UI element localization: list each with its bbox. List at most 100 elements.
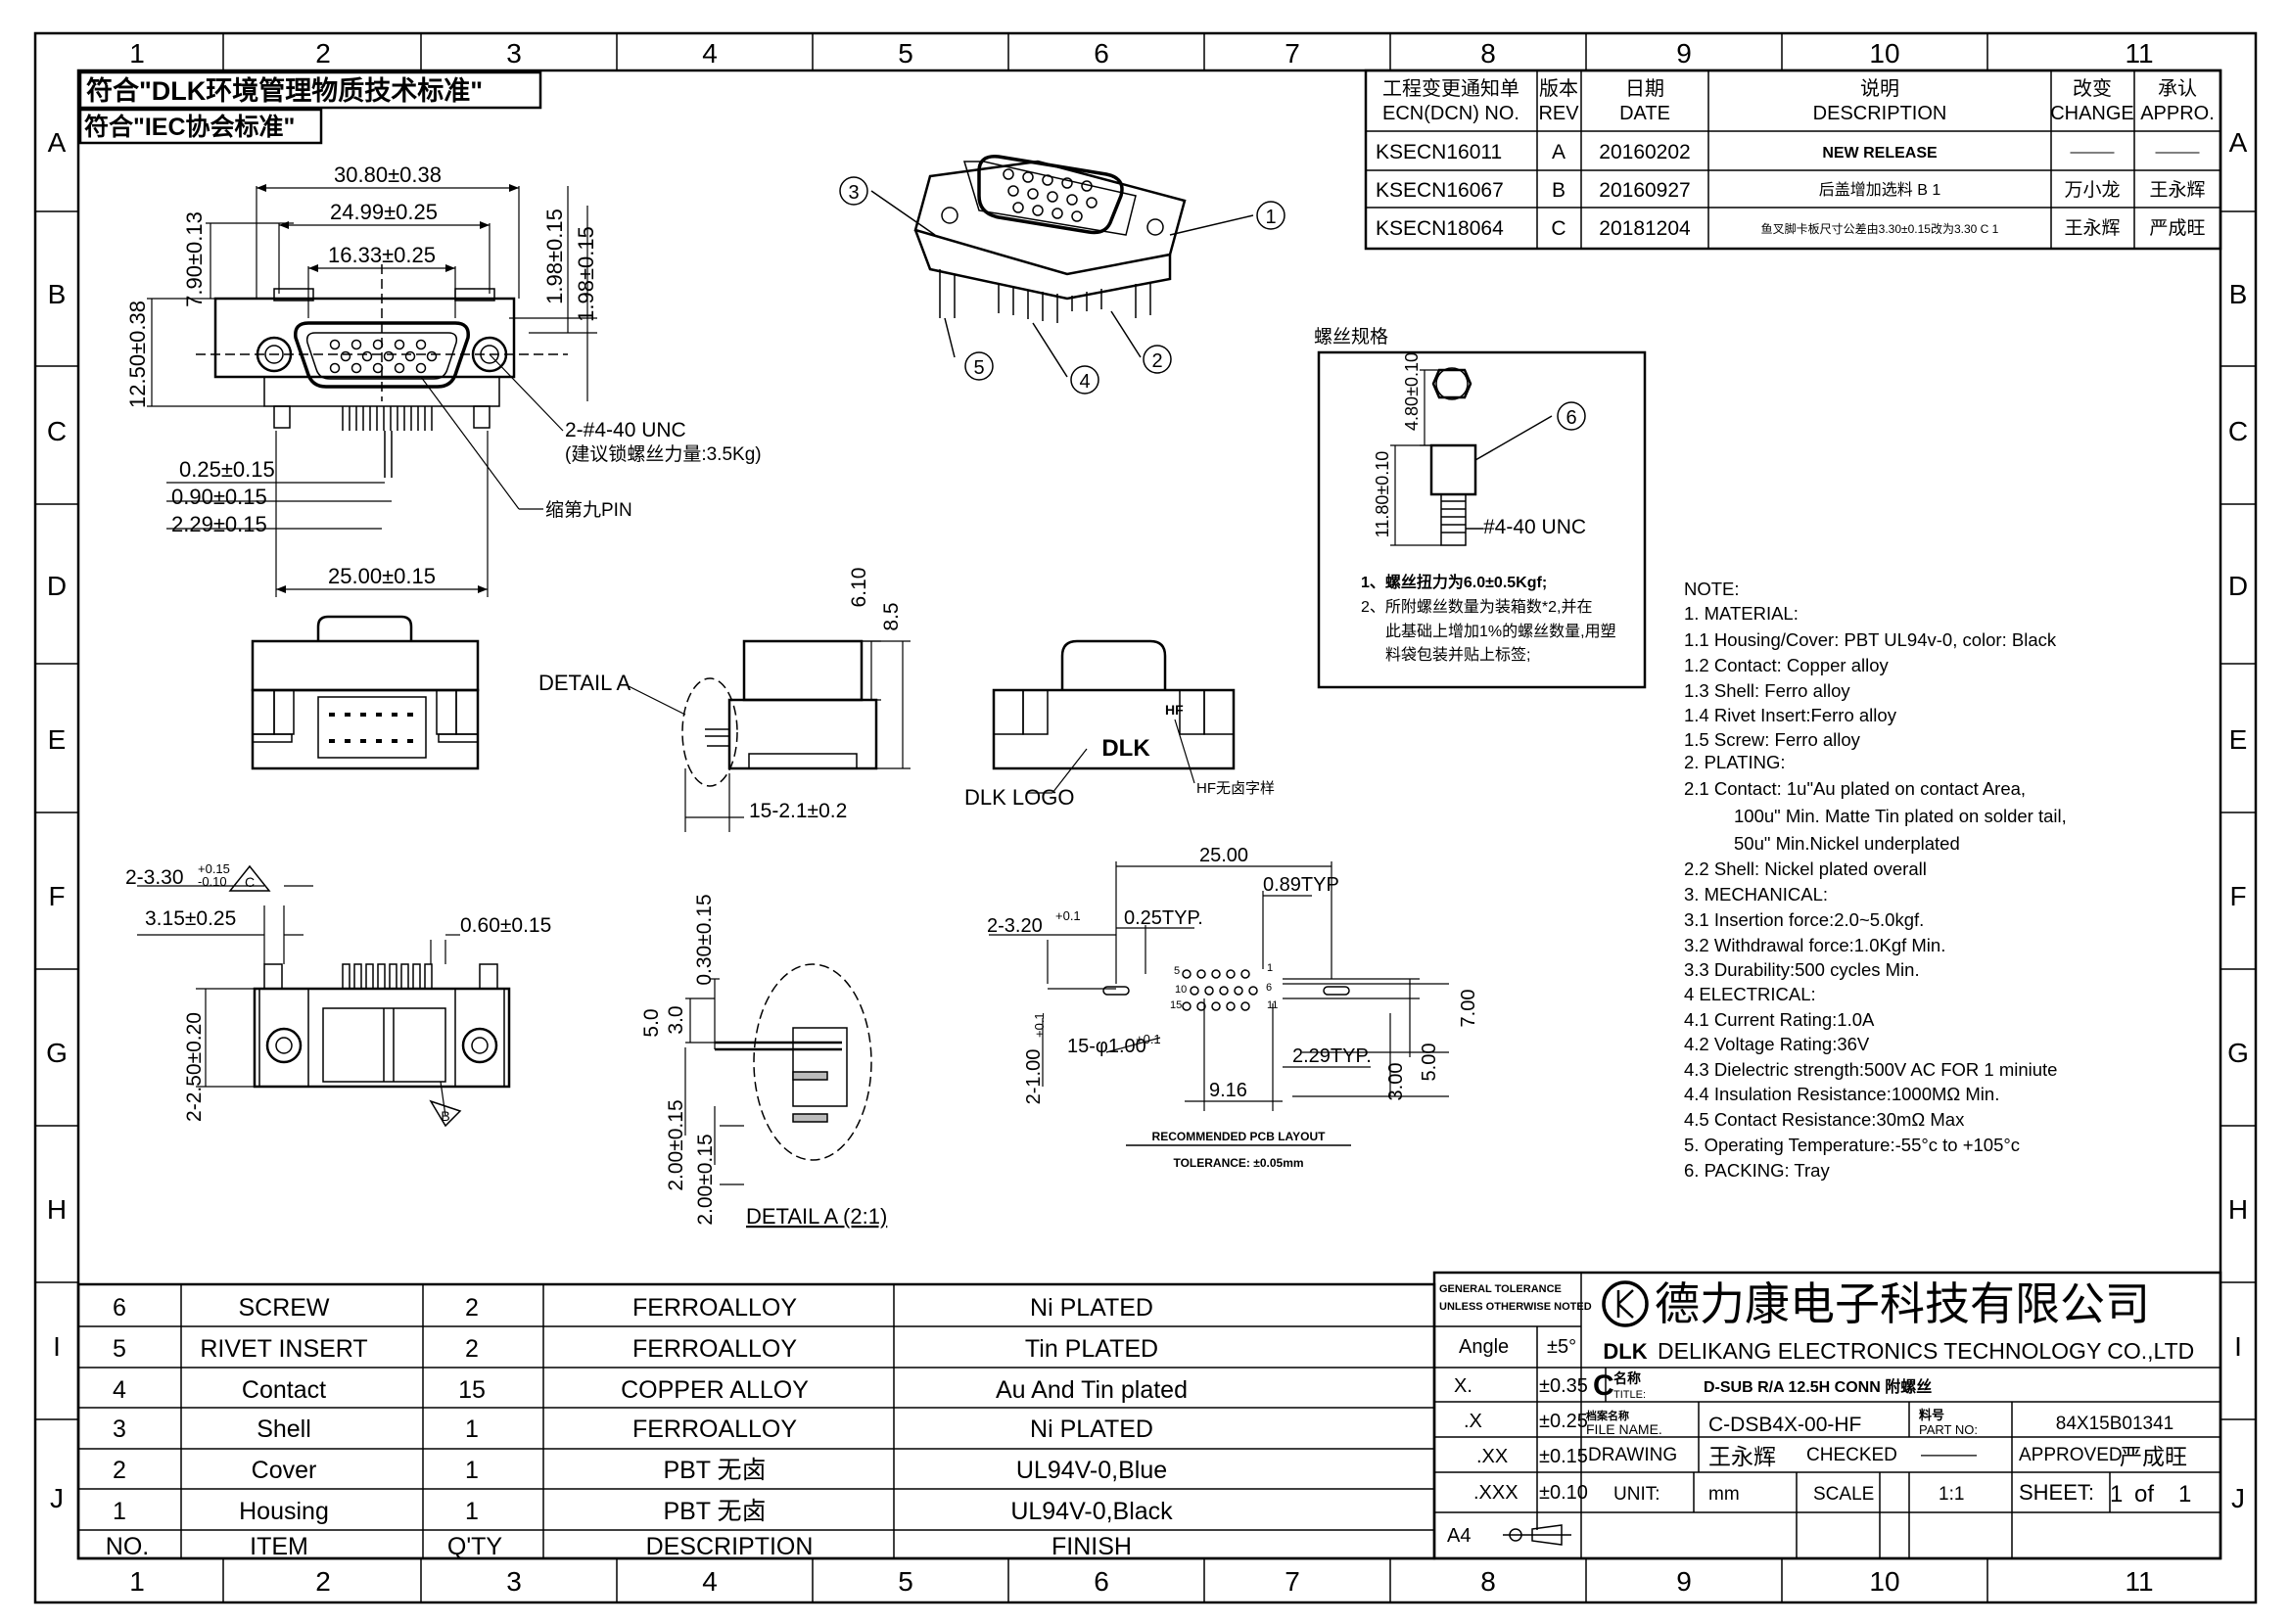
ecn-row-no: KSECN16067 <box>1376 179 1504 202</box>
grid-row: G <box>2227 1038 2249 1068</box>
ecn-row-change: 万小龙 <box>2064 179 2120 201</box>
ecn-header-ecn: 工程变更通知单 <box>1382 77 1519 100</box>
pcb-pin11: 11 <box>1267 999 1278 1011</box>
drawing-title: D-SUB R/A 12.5H CONN 附螺丝 <box>1704 1377 1932 1396</box>
dim-h-total: 12.50±0.38 <box>125 301 150 408</box>
dim-lf-d1-tol-up: +0.15 <box>198 861 230 876</box>
ecn-header-rev: 版本 <box>1539 77 1578 100</box>
grid-row: E <box>48 724 67 755</box>
svg-text:4: 4 <box>1079 371 1090 393</box>
ecn-row-no: KSECN16011 <box>1376 141 1502 163</box>
svg-text:2: 2 <box>465 1294 479 1322</box>
sheet-size: A4 <box>1447 1525 1471 1547</box>
screw-note-2a: 2、所附螺丝数量为装箱数*2,并在 <box>1361 598 1592 616</box>
part-label-en: PART NO: <box>1919 1422 1978 1437</box>
pcb-title: RECOMMENDED PCB LAYOUT <box>1152 1130 1327 1143</box>
pcb-pin1: 1 <box>1267 962 1273 974</box>
svg-text:Contact: Contact <box>242 1376 326 1404</box>
grid-row: J <box>2231 1483 2245 1513</box>
balloon: 6 <box>1557 401 1586 431</box>
pcb-left-tol: +0.1 <box>1032 1012 1047 1038</box>
note-line: 100u" Min. Matte Tin plated on solder ta… <box>1734 806 2067 826</box>
part-label-cn: 料号 <box>1919 1408 1944 1422</box>
grid-col: 5 <box>898 1566 913 1597</box>
dim-w-shell: 24.99±0.25 <box>330 200 438 224</box>
grid-col: 7 <box>1285 38 1300 69</box>
svg-text:5: 5 <box>973 357 984 379</box>
svg-text:Cover: Cover <box>252 1457 317 1484</box>
ecn-header-change-en: CHANGE <box>2050 103 2134 124</box>
note-line: 1. MATERIAL: <box>1684 603 1799 624</box>
bom-header: NO. ITEM Q'TY DESCRIPTION FINISH <box>106 1533 1132 1560</box>
grid-row: F <box>48 881 65 911</box>
back-view: DLK HF DLK LOGO HF无卤字样 <box>964 639 1275 810</box>
note-line: 3.1 Insertion force:2.0~5.0kgf. <box>1684 909 1924 930</box>
pcb-h2: 5.00 <box>1419 1044 1440 1082</box>
bom-row: 4 Contact 15 COPPER ALLOY Au And Tin pla… <box>113 1376 1188 1404</box>
grid-col: 11 <box>2125 38 2153 69</box>
rev-c-flag: C <box>245 874 255 890</box>
grid-row: D <box>2228 571 2248 601</box>
svg-text:6: 6 <box>113 1294 126 1322</box>
file-label-cn: 档案名称 <box>1586 1409 1629 1422</box>
side-view: 6.10 8.5 15-2.1±0.2 <box>681 568 911 832</box>
note-torque: (建议锁螺丝力量:3.5Kg) <box>565 443 762 465</box>
rev-letter: C <box>1593 1369 1614 1402</box>
note-line: 4 ELECTRICAL: <box>1684 984 1816 1004</box>
grid-col: 9 <box>1676 38 1692 69</box>
note-line: 1.2 Contact: Copper alloy <box>1684 655 1890 675</box>
ecn-row: KSECN16067 B 20160927 后盖增加选料 B 1 万小龙 王永辉 <box>1376 179 2206 202</box>
svg-text:FERROALLOY: FERROALLOY <box>632 1335 797 1363</box>
ecn-row-appro: 王永辉 <box>2149 179 2205 201</box>
svg-text:PBT 无卤: PBT 无卤 <box>663 1498 766 1525</box>
note-line: 2. PLATING: <box>1684 752 1786 772</box>
svg-text:RIVET INSERT: RIVET INSERT <box>200 1335 367 1363</box>
pcb-w2: 9.16 <box>1209 1080 1247 1101</box>
tol-angle-v: ±5° <box>1547 1336 1576 1358</box>
pcb-typ2: 0.25TYP. <box>1124 907 1203 929</box>
dim-lf-d1: 2-3.30 <box>125 866 184 889</box>
dim-h2: 8.5 <box>880 602 903 630</box>
ecn-row-change: 王永辉 <box>2064 217 2120 239</box>
grid-row: E <box>2229 724 2248 755</box>
grid-col: 7 <box>1285 1566 1300 1597</box>
svg-text:2: 2 <box>1151 350 1162 372</box>
sheet-of: of <box>2134 1481 2154 1508</box>
dim-lf-d2: 3.15±0.25 <box>145 907 236 930</box>
file-label-en: FILE NAME. <box>1586 1421 1662 1437</box>
balloon: 1 <box>1256 201 1285 230</box>
ecn-row-desc: 鱼叉脚卡板尺寸公差由3.30±0.15改为3.30 C 1 <box>1761 221 1999 236</box>
note-line: 50u" Min.Nickel underplated <box>1734 833 1960 854</box>
svg-text:UL94V-0,Black: UL94V-0,Black <box>1010 1498 1173 1525</box>
note-line: 5. Operating Temperature:-55°c to +105°c <box>1684 1135 2020 1155</box>
pcb-w: 25.00 <box>1199 845 1248 866</box>
grid-row: C <box>47 416 67 446</box>
projection-symbol-icon <box>1503 1524 1571 1546</box>
svg-text:3: 3 <box>848 182 859 204</box>
approved-label: APPROVED <box>2019 1445 2123 1465</box>
note-line: 3.2 Withdrawal force:1.0Kgf Min. <box>1684 935 1945 955</box>
tol-xx3-v: ±0.10 <box>1539 1482 1588 1504</box>
note-line: 2.2 Shell: Nickel plated overall <box>1684 858 1927 879</box>
note-line: 4.1 Current Rating:1.0A <box>1684 1009 1875 1030</box>
svg-text:Shell: Shell <box>257 1415 311 1443</box>
balloon: 2 <box>1143 345 1172 374</box>
svg-text:1: 1 <box>113 1498 126 1525</box>
svg-text:COPPER ALLOY: COPPER ALLOY <box>621 1376 809 1404</box>
grid-col: 8 <box>1480 38 1496 69</box>
grid-row: B <box>2229 279 2248 309</box>
sheet-total: 1 <box>2178 1481 2191 1508</box>
pcb-layout: 25.00 0.89TYP 0.25TYP. 2-3.20 +0.1 15-φ1… <box>987 845 1479 1170</box>
svg-text:15: 15 <box>458 1376 486 1404</box>
note-line: 2.1 Contact: 1u"Au plated on contact Are… <box>1684 778 2026 799</box>
svg-text:5: 5 <box>113 1335 126 1363</box>
ecn-header-appro: 承认 <box>2158 77 2197 100</box>
ecn-header-ecn-en: ECN(DCN) NO. <box>1382 103 1519 124</box>
svg-text:6: 6 <box>1566 407 1576 429</box>
hf-label: HF无卤字样 <box>1196 780 1275 797</box>
ecn-table: 工程变更通知单 ECN(DCN) NO. 版本 REV 日期 DATE 说明 D… <box>1364 69 2222 251</box>
grid-row: I <box>53 1331 61 1362</box>
approved-by: 严成旺 <box>2120 1444 2187 1469</box>
grid-col: 4 <box>702 1566 718 1597</box>
